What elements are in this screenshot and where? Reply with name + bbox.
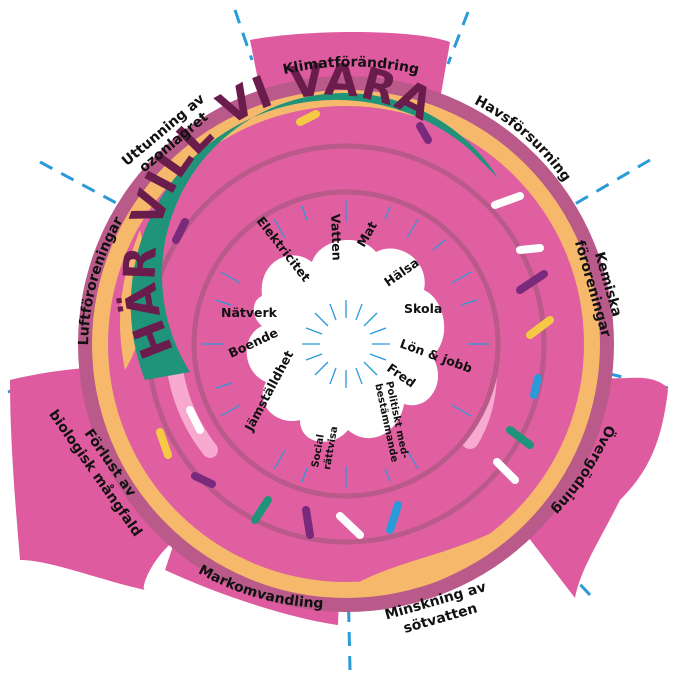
sprinkle — [530, 374, 542, 399]
sprinkle — [156, 428, 172, 459]
banner-ribbon — [130, 92, 498, 380]
sprinkle — [526, 316, 554, 339]
sprinkle — [493, 458, 519, 484]
petal-over — [515, 378, 668, 598]
sprinkle — [491, 192, 524, 209]
sprinkle — [191, 472, 216, 488]
sprinkle — [506, 426, 534, 449]
doughnut-hole — [246, 239, 445, 442]
sprinkle — [251, 496, 272, 524]
sprinkle — [302, 506, 314, 539]
inner-spokes — [202, 200, 490, 488]
foundation-label: Skola — [404, 301, 442, 316]
sprinkle — [516, 270, 548, 294]
center-burst — [302, 300, 390, 388]
divider-line — [574, 158, 651, 206]
divider-line — [39, 160, 121, 207]
divider-line — [233, 9, 254, 61]
boundary-label: Klimatförändring — [282, 54, 421, 78]
divider-line — [446, 11, 470, 65]
sprinkle — [186, 406, 204, 434]
foundation-label: Nätverk — [221, 305, 278, 320]
sprinkle — [172, 218, 189, 244]
sprinkle — [296, 110, 320, 126]
sprinkle — [516, 244, 544, 254]
sprinkle — [336, 512, 364, 539]
sprinkle — [386, 501, 402, 534]
foundation-label: Vatten — [328, 214, 345, 261]
sprinkle — [416, 122, 432, 144]
